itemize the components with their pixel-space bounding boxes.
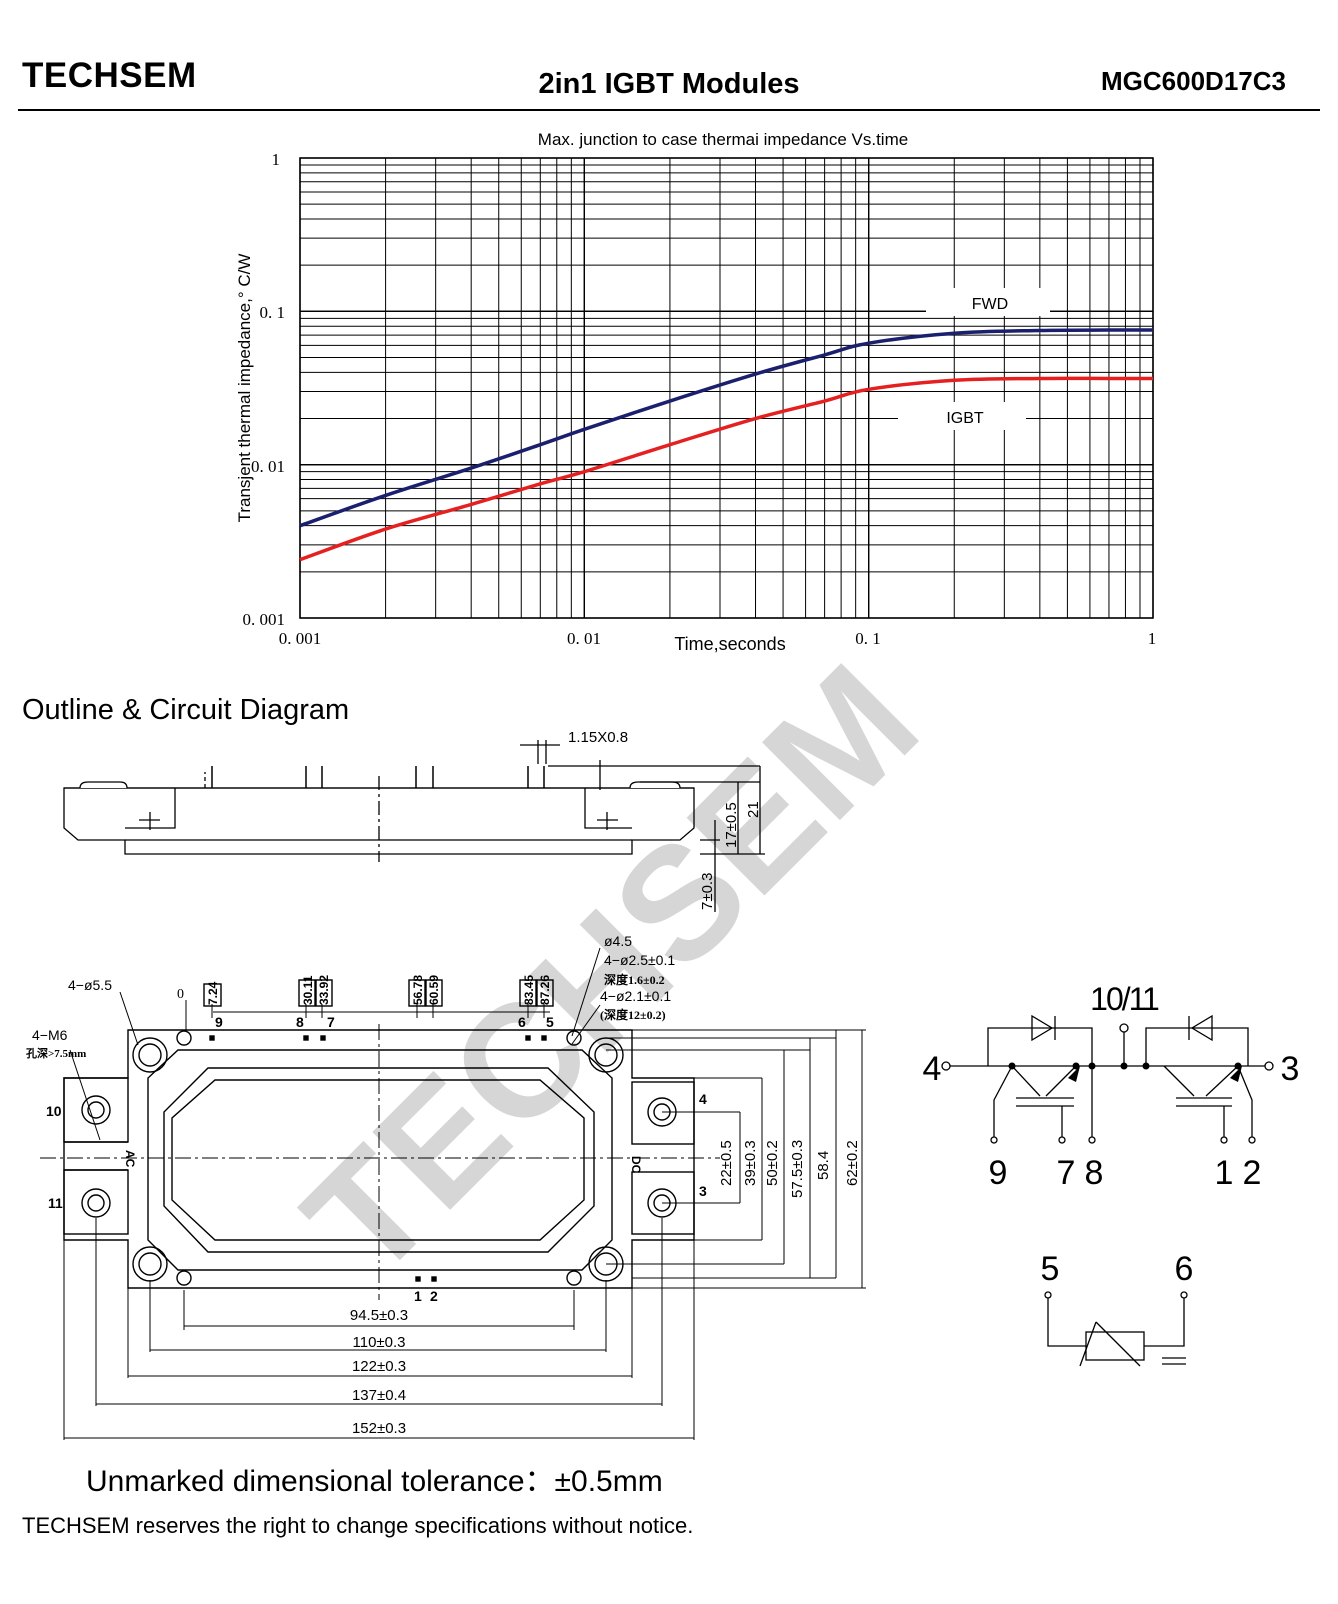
side-view [63, 740, 765, 912]
terminal-2: 2 [1243, 1154, 1262, 1192]
pin-pos-87.26: 87.26 [538, 975, 552, 1005]
terminal-5: 5 [1041, 1250, 1060, 1288]
brand-name: TECHSEM [22, 56, 197, 95]
terminal-1: 1 [1215, 1154, 1234, 1192]
note-4xd2.1: 4−ø2.1±0.1 [600, 988, 671, 1004]
pin-5: 5 [546, 1014, 554, 1030]
pin-pos-30.11: 30.11 [301, 975, 315, 1005]
circuit-diagram [941, 1014, 1274, 1367]
circuit-nodes [1008, 1062, 1242, 1082]
pin-pos-33.92: 33.92 [317, 975, 331, 1005]
thermal-impedance-chart: Max. junction to case thermai impedance … [235, 130, 1157, 654]
pin-6: 6 [518, 1014, 526, 1030]
dim-122: 122±0.3 [352, 1358, 406, 1375]
igbt-label-bg [898, 402, 1026, 430]
dim-137: 137±0.4 [352, 1387, 406, 1404]
note-depth-1.6: 深度1.6±0.2 [604, 972, 665, 987]
x-tick-0.001: 0. 001 [279, 629, 322, 648]
tolerance-note: Unmarked dimensional tolerance：±0.5mm [86, 1465, 663, 1498]
dim-7: 7±0.3 [699, 873, 716, 910]
pin-pos-83.45: 83.45 [522, 975, 536, 1005]
pin-9: 9 [215, 1014, 223, 1030]
plot-frame [299, 157, 1154, 619]
dim-22: 22±0.5 [718, 1140, 735, 1186]
terminal-8: 8 [1085, 1154, 1104, 1192]
dim-62: 62±0.2 [844, 1140, 861, 1186]
note-hole-depth: 孔深>7.5mm [26, 1046, 86, 1060]
pin-8: 8 [296, 1014, 304, 1030]
side-terminal-labels: AC DC [123, 1150, 643, 1174]
disclaimer-notice: TECHSEM reserves the right to change spe… [22, 1513, 694, 1538]
dim-50: 50±0.2 [764, 1140, 781, 1186]
x-tick-0.1: 0. 1 [855, 629, 881, 648]
y-tick-0.1: 0. 1 [260, 303, 286, 322]
pin-pos-7.24: 7.24 [206, 981, 220, 1005]
pin-numbers: 9 8 7 6 5 1 2 10 11 4 3 [46, 1014, 707, 1304]
dim-152: 152±0.3 [352, 1420, 406, 1437]
y-tick-1: 1 [272, 150, 281, 169]
hole-notes: ø4.5 4−ø2.5±0.1 深度1.6±0.2 4−ø2.1±0.1 (深度… [26, 933, 675, 1060]
x-axis-label: Time,seconds [674, 634, 785, 654]
fwd-label-bg [926, 288, 1050, 316]
chart-title: Max. junction to case thermai impedance … [538, 130, 908, 149]
series-line-fwd [299, 328, 1154, 528]
y-tick-0.01: 0. 01 [251, 457, 285, 476]
note-depth-12: (深度12±0.2) [600, 1007, 666, 1022]
pin-4: 4 [699, 1091, 707, 1107]
terminal-10-11: 10/11 [1090, 981, 1159, 1017]
dim-58.4: 58.4 [815, 1151, 832, 1180]
note-d4.5: ø4.5 [604, 933, 632, 949]
pin-position-labels: 7.24 30.11 33.92 56.78 60.59 83.45 87.26 [206, 975, 552, 1005]
y-tick-0.001: 0. 001 [243, 610, 286, 629]
horizontal-dimensions: 94.5±0.3 110±0.3 122±0.3 137±0.4 152±0.3 [350, 1307, 408, 1437]
pin-1: 1 [414, 1288, 422, 1304]
dim-39: 39±0.3 [742, 1140, 759, 1186]
part-number: MGC600D17C3 [1101, 66, 1286, 96]
circuit-terminal-labels: 10/11 4 3 9 7 8 1 2 5 6 [923, 981, 1300, 1288]
terminal-4: 4 [923, 1050, 942, 1088]
pin-7: 7 [327, 1014, 335, 1030]
dim-21: 21 [745, 801, 762, 818]
document-title: 2in1 IGBT Modules [538, 68, 800, 100]
terminal-9: 9 [989, 1154, 1008, 1192]
terminal-6: 6 [1175, 1250, 1194, 1288]
dim-94.5: 94.5±0.3 [350, 1307, 408, 1324]
pin-pos-56.78: 56.78 [411, 975, 425, 1005]
top-view [40, 947, 866, 1440]
dc-label: DC [629, 1156, 643, 1174]
x-tick-0.01: 0. 01 [567, 629, 601, 648]
pin-10: 10 [46, 1103, 62, 1119]
series-line-igbt [299, 376, 1153, 562]
x-tick-1: 1 [1148, 629, 1157, 648]
pin-2: 2 [430, 1288, 438, 1304]
zero-mark: 0 [177, 987, 184, 1002]
note-4xM6: 4−M6 [32, 1027, 68, 1043]
dim-110: 110±0.3 [353, 1334, 406, 1351]
dim-57.5: 57.5±0.3 [789, 1140, 806, 1198]
vertical-dimensions: 22±0.5 39±0.3 50±0.2 57.5±0.3 58.4 62±0.… [718, 1140, 861, 1198]
terminal-7: 7 [1057, 1154, 1076, 1192]
y-axis-label: Transjent thermal impedance,° C/W [235, 254, 254, 523]
terminal-3: 3 [1281, 1050, 1300, 1088]
pin-3: 3 [699, 1183, 707, 1199]
note-4xd2.5: 4−ø2.5±0.1 [604, 952, 675, 968]
pin-size-label: 1.15X0.8 [568, 729, 628, 746]
ac-label: AC [123, 1150, 137, 1168]
dim-17: 17±0.5 [723, 802, 740, 848]
series-label-igbt: IGBT [946, 410, 984, 427]
header-divider [18, 109, 1320, 111]
pin-pos-60.59: 60.59 [427, 975, 441, 1005]
pin-11: 11 [48, 1195, 63, 1211]
note-4xd5.5: 4−ø5.5 [68, 977, 112, 993]
outline-heading: Outline & Circuit Diagram [22, 694, 350, 726]
series-label-fwd: FWD [972, 296, 1008, 313]
